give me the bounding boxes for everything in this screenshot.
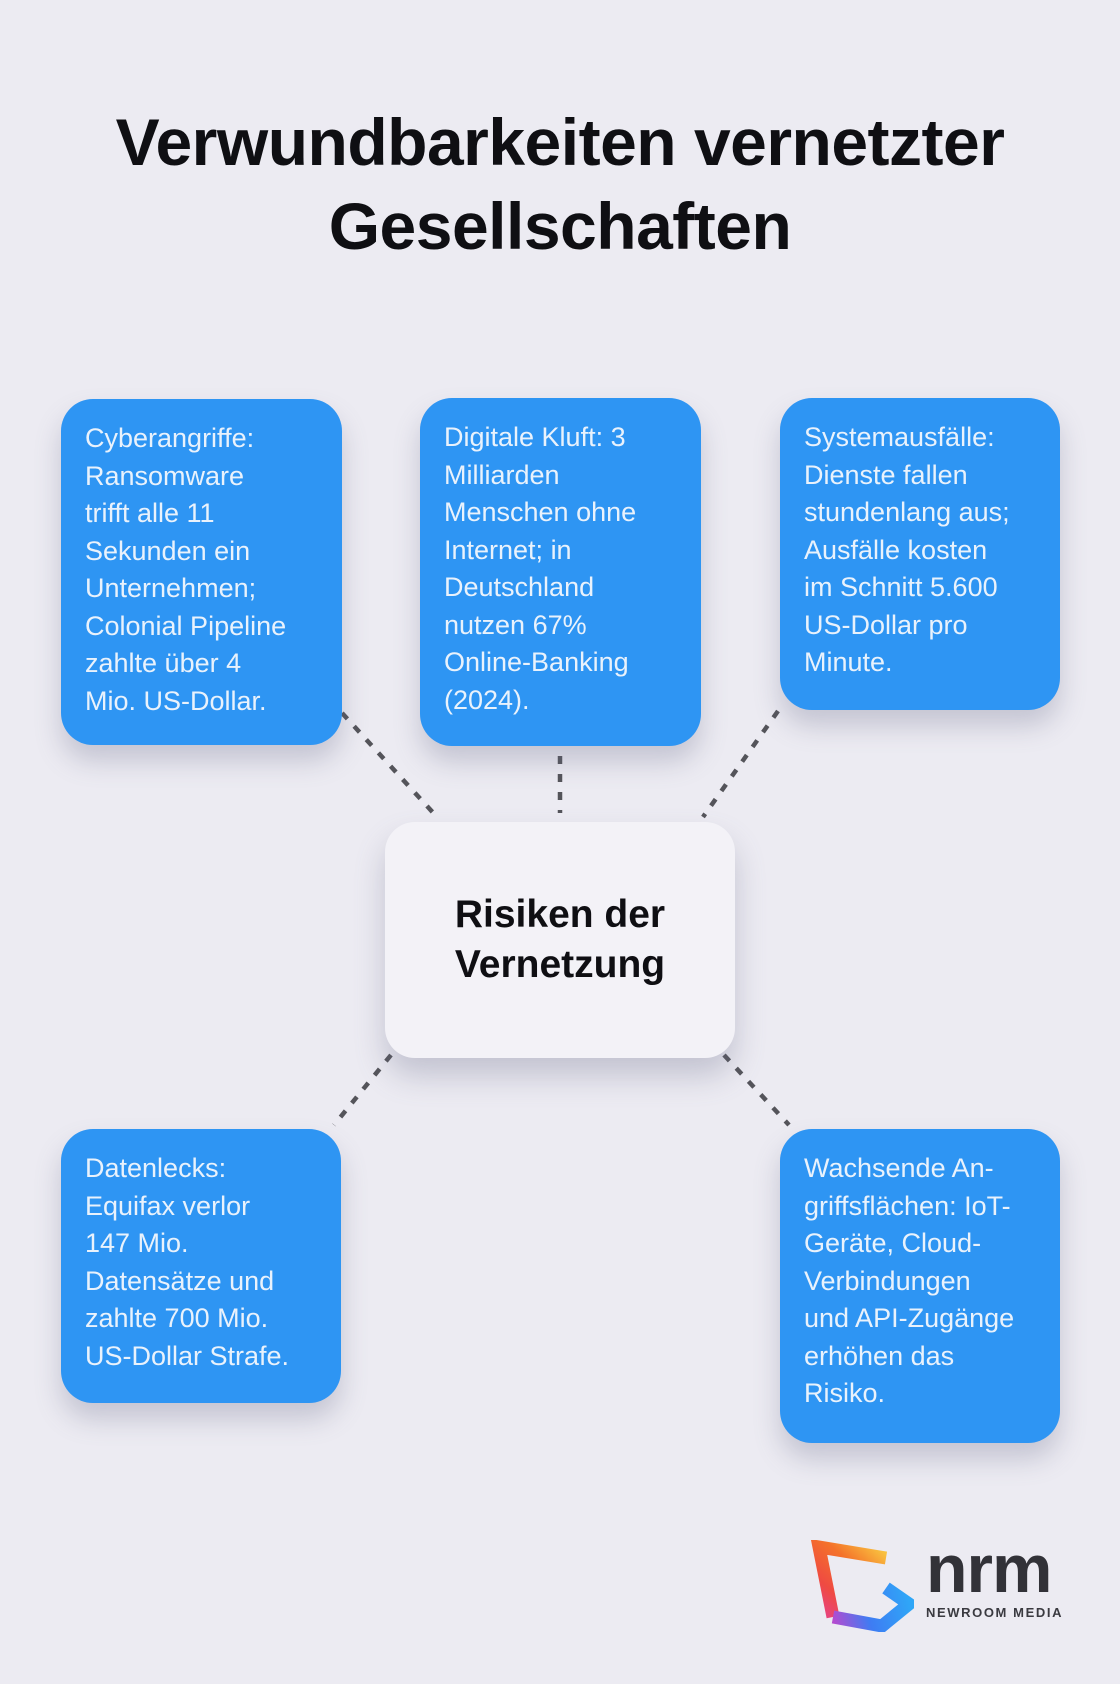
page-title: Verwundbarkeiten vernetzter Gesellschaft…: [115, 105, 1005, 263]
node-systemausfaelle-text: Systemausfälle: Dienste fallen stundenla…: [804, 422, 1010, 677]
node-cyberangriffe: Cyberangriffe: Ransomware trifft alle 11…: [61, 399, 342, 745]
connector-line-bottom-left: [332, 1053, 393, 1127]
brand-name: nrm: [926, 1531, 1052, 1607]
node-datenlecks: Datenlecks: Equifax verlor 147 Mio. Date…: [61, 1129, 341, 1403]
node-angriffsflaechen: Wachsende An-griffsflächen: IoT-Geräte, …: [780, 1129, 1060, 1443]
nrm-logo-icon: [810, 1540, 914, 1632]
node-datenlecks-text: Datenlecks: Equifax verlor 147 Mio. Date…: [85, 1153, 290, 1371]
brand-subtitle: NEWROOM MEDIA: [926, 1605, 1064, 1620]
center-node-risiken: Risiken der Vernetzung: [385, 822, 735, 1058]
brand-logo: nrm NEWROOM MEDIA: [810, 1531, 1064, 1632]
brand-text-block: nrm NEWROOM MEDIA: [926, 1531, 1064, 1620]
node-systemausfaelle: Systemausfälle: Dienste fallen stundenla…: [780, 398, 1060, 710]
center-node-label: Risiken der Vernetzung: [454, 893, 666, 986]
node-digitale-kluft: Digitale Kluft: 3 Milliarden Menschen oh…: [420, 398, 701, 746]
node-angriffsflaechen-text: Wachsende An-griffsflächen: IoT-Geräte, …: [804, 1153, 1015, 1408]
connector-line-bottom-right: [722, 1053, 791, 1127]
connector-line-top-left: [340, 711, 439, 819]
node-cyberangriffe-text: Cyberangriffe: Ransomware trifft alle 11…: [85, 423, 287, 716]
connector-line-top-right: [701, 709, 780, 819]
node-digitale-kluft-text: Digitale Kluft: 3 Milliarden Menschen oh…: [444, 422, 637, 715]
